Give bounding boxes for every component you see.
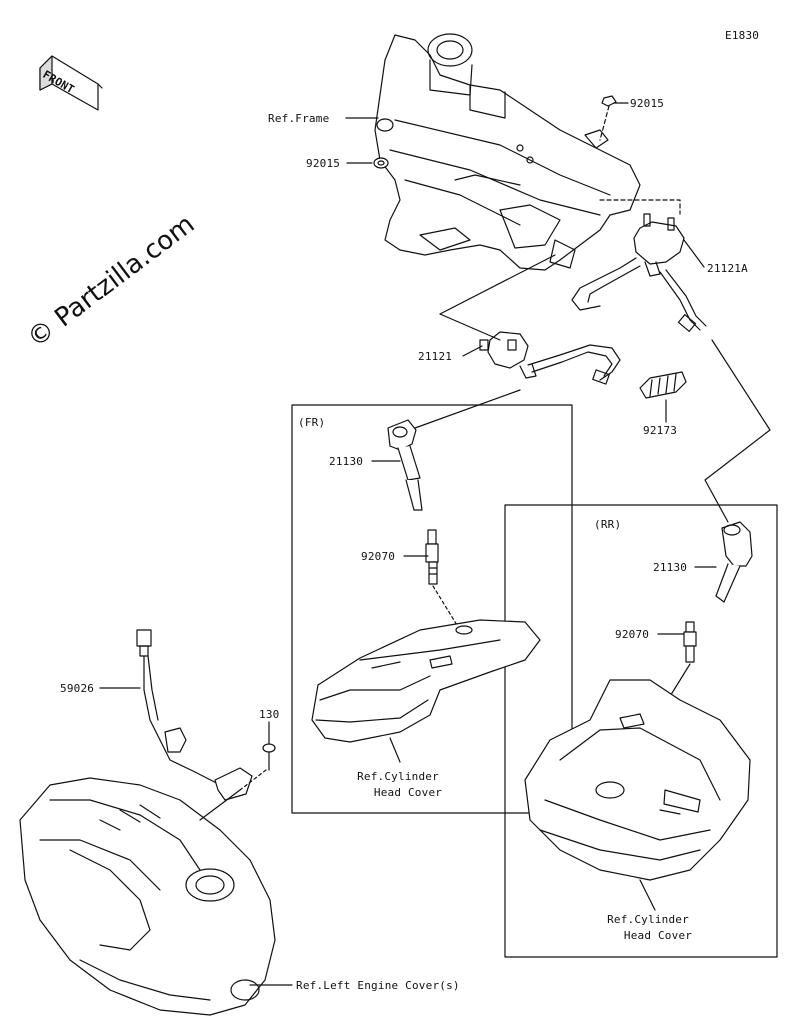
- nut-92015-top: [599, 95, 617, 141]
- sensor-59026: [99, 629, 253, 801]
- label-21121: 21121: [418, 350, 453, 363]
- nut-92015-left: [373, 157, 389, 169]
- label-21130-rr: 21130: [653, 561, 688, 574]
- label-92070-fr: 92070: [361, 550, 396, 563]
- label-ref-cylinder-rr: Ref.Cylinder: [607, 913, 689, 926]
- ignition-coil-21121: [439, 254, 621, 385]
- grommet-92173: [639, 371, 687, 399]
- label-92173: 92173: [643, 424, 678, 437]
- ignition-coil-21121a: [571, 199, 707, 332]
- label-21121a: 21121A: [707, 262, 748, 275]
- label-head-cover-rr: Head Cover: [623, 929, 693, 942]
- label-92070-rr: 92070: [615, 628, 650, 641]
- label-130: 130: [259, 708, 280, 721]
- label-92015-left: 92015: [306, 157, 341, 170]
- label-21130-fr: 21130: [329, 455, 364, 468]
- cylinder-head-cover-rr: [524, 679, 751, 911]
- engine-cover-drawing: [19, 777, 293, 1016]
- plug-cap-21130-fr: [387, 419, 423, 511]
- label-ref-cylinder-fr: Ref.Cylinder: [357, 770, 439, 783]
- front-cylinder-box: [291, 404, 573, 814]
- cylinder-head-cover-fr: [311, 619, 541, 763]
- plug-cap-21130-rr: [715, 521, 753, 603]
- label-head-cover-fr: Head Cover: [373, 786, 443, 799]
- diagram-code: E1830: [725, 29, 760, 42]
- label-59026: 59026: [60, 682, 95, 695]
- label-ref-engine-cover: Ref.Left Engine Cover(s): [296, 979, 460, 992]
- group-label-fr: (FR): [298, 416, 326, 429]
- spark-plug-92070-fr: [425, 529, 461, 631]
- rear-cylinder-box: [504, 504, 778, 958]
- label-92015-top: 92015: [630, 97, 665, 110]
- front-arrow-icon: [39, 55, 103, 111]
- group-label-rr: (RR): [594, 518, 622, 531]
- frame-drawing: [374, 33, 641, 271]
- label-ref-frame: Ref.Frame: [268, 112, 330, 125]
